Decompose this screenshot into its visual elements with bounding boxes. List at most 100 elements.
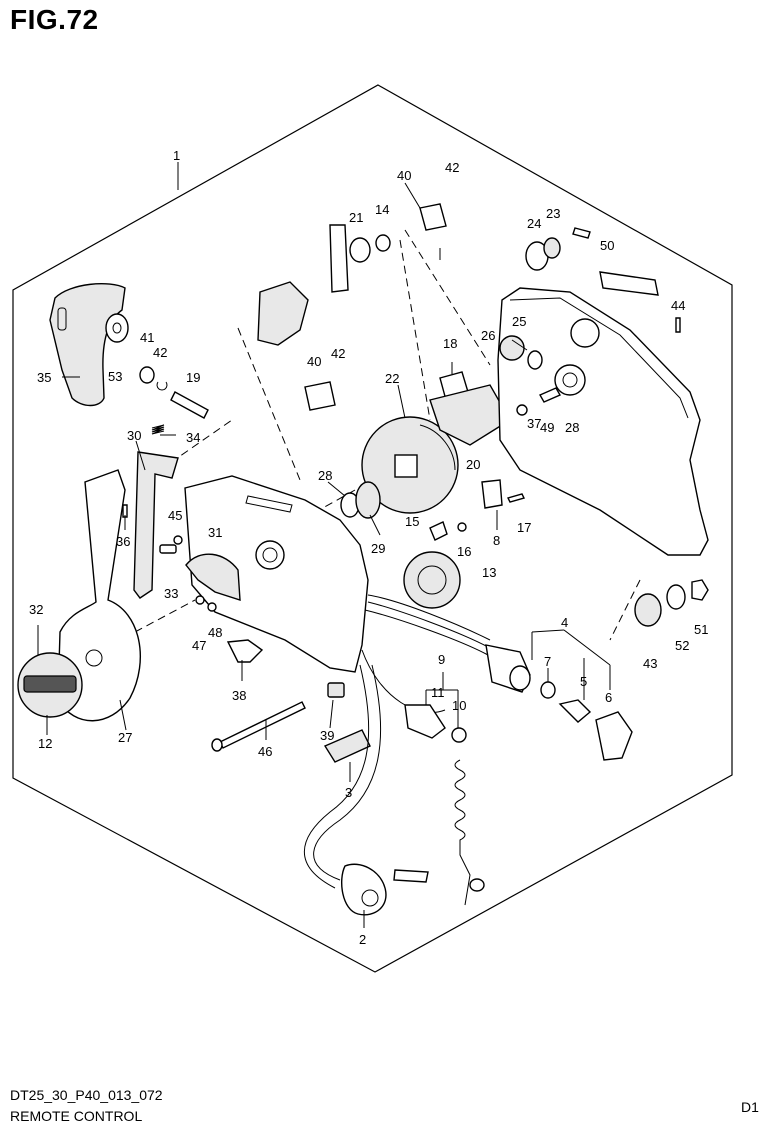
- part-51-nut: [691, 579, 709, 601]
- figure-name: REMOTE CONTROL: [10, 1108, 143, 1124]
- callout-31: 31: [208, 525, 222, 540]
- callout-25: 25: [512, 314, 526, 329]
- callout-26: 26: [481, 328, 495, 343]
- part-14-washer: [375, 234, 391, 252]
- callout-17: 17: [517, 520, 531, 535]
- callout-30: 30: [127, 428, 141, 443]
- callout-32: 32: [29, 602, 43, 617]
- callout-2: 2: [359, 932, 366, 947]
- part-13-buzzer: [403, 551, 461, 609]
- callout-40b: 40: [307, 354, 321, 369]
- callout-38: 38: [232, 688, 246, 703]
- part-36-screw: [122, 504, 128, 518]
- part-40-block-lower: [304, 381, 336, 411]
- part-40-block-upper: [419, 203, 447, 231]
- harness-cable: [367, 594, 491, 641]
- part-17-screw: [506, 493, 526, 503]
- lanyard-coil: [454, 759, 471, 906]
- upper-link-bracket: [257, 281, 309, 346]
- callout-6: 6: [605, 690, 612, 705]
- part-44-screw: [675, 317, 681, 333]
- callout-12: 12: [38, 736, 52, 751]
- part-48-nut: [207, 602, 217, 612]
- callout-50: 50: [600, 238, 614, 253]
- part-11-stop-switch: [404, 704, 446, 739]
- callout-13: 13: [482, 565, 496, 580]
- callout-34: 34: [186, 430, 200, 445]
- callout-20: 20: [466, 457, 480, 472]
- model-code: DT25_30_P40_013_072: [10, 1087, 163, 1103]
- callout-47: 47: [192, 638, 206, 653]
- part-30-lever-bracket: [133, 451, 179, 599]
- part-50-screw: [572, 227, 591, 239]
- callout-46: 46: [258, 744, 272, 759]
- part-38-clip: [226, 639, 264, 663]
- part-35-handle-grip: [49, 283, 126, 407]
- part-8-neutral-switch: [481, 479, 503, 509]
- callout-15: 15: [405, 514, 419, 529]
- part-37-washer: [516, 404, 528, 416]
- callout-43: 43: [643, 656, 657, 671]
- callout-10: 10: [452, 698, 466, 713]
- part-47-screw: [195, 595, 205, 605]
- callout-42c: 42: [331, 346, 345, 361]
- part-34-spring: [151, 424, 165, 435]
- callout-labels: 1 2 3 4 5 6 7 8 9 10 11 12 13 14 15 16 1…: [29, 148, 708, 947]
- callout-11: 11: [431, 685, 445, 700]
- part-35-slot: [57, 307, 67, 331]
- part-29-washer: [355, 481, 381, 519]
- callout-51: 51: [694, 622, 708, 637]
- part-12-emblem: [23, 675, 77, 693]
- part-43-knob: [634, 593, 662, 627]
- callout-29: 29: [371, 541, 385, 556]
- callout-37: 37: [527, 416, 541, 431]
- part-52-washer: [666, 584, 686, 610]
- figure-title: FIG.72: [10, 4, 99, 35]
- callout-18: 18: [443, 336, 457, 351]
- part-2-connector: [341, 863, 387, 916]
- part-33-bracket: [159, 544, 177, 554]
- part-6-key-cover: [595, 711, 633, 761]
- callout-33: 33: [164, 586, 178, 601]
- callout-5: 5: [580, 674, 587, 689]
- callout-28a: 28: [318, 468, 332, 483]
- callout-35: 35: [37, 370, 51, 385]
- part-15-bracket: [429, 521, 448, 541]
- part-5-key: [558, 699, 592, 723]
- callout-4: 4: [561, 615, 568, 630]
- part-49-screw: [539, 387, 561, 403]
- part-23-washer: [543, 237, 561, 259]
- callout-48: 48: [208, 625, 222, 640]
- part-45-screw: [173, 535, 183, 545]
- callout-19: 19: [186, 370, 200, 385]
- assembly-outline: [12, 84, 733, 973]
- callout-14: 14: [375, 202, 389, 217]
- callout-27: 27: [118, 730, 132, 745]
- callout-22: 22: [385, 371, 399, 386]
- part-25-ring: [527, 350, 543, 370]
- callout-49: 49: [540, 420, 554, 435]
- callout-45: 45: [168, 508, 182, 523]
- callout-28b: 28: [565, 420, 579, 435]
- leader-lines: [37, 162, 611, 928]
- right-housing-half: [497, 287, 709, 556]
- part-21-link: [329, 224, 349, 293]
- callout-42a: 42: [445, 160, 459, 175]
- callout-42b: 42: [153, 345, 167, 360]
- callout-8: 8: [493, 533, 500, 548]
- callout-9: 9: [438, 652, 445, 667]
- part-27-control-arm: [57, 469, 141, 722]
- part-16-screw: [457, 522, 467, 532]
- part-20-arm: [429, 384, 511, 446]
- callout-24: 24: [527, 216, 541, 231]
- part-26-gear: [499, 335, 525, 361]
- callout-53: 53: [108, 369, 122, 384]
- callout-36: 36: [116, 534, 130, 549]
- cover-plate: [599, 271, 659, 296]
- callout-1: 1: [173, 148, 180, 163]
- callout-23: 23: [546, 206, 560, 221]
- part-1-housing: [184, 475, 369, 673]
- part-10-clip: [451, 727, 467, 743]
- callout-41: 41: [140, 330, 154, 345]
